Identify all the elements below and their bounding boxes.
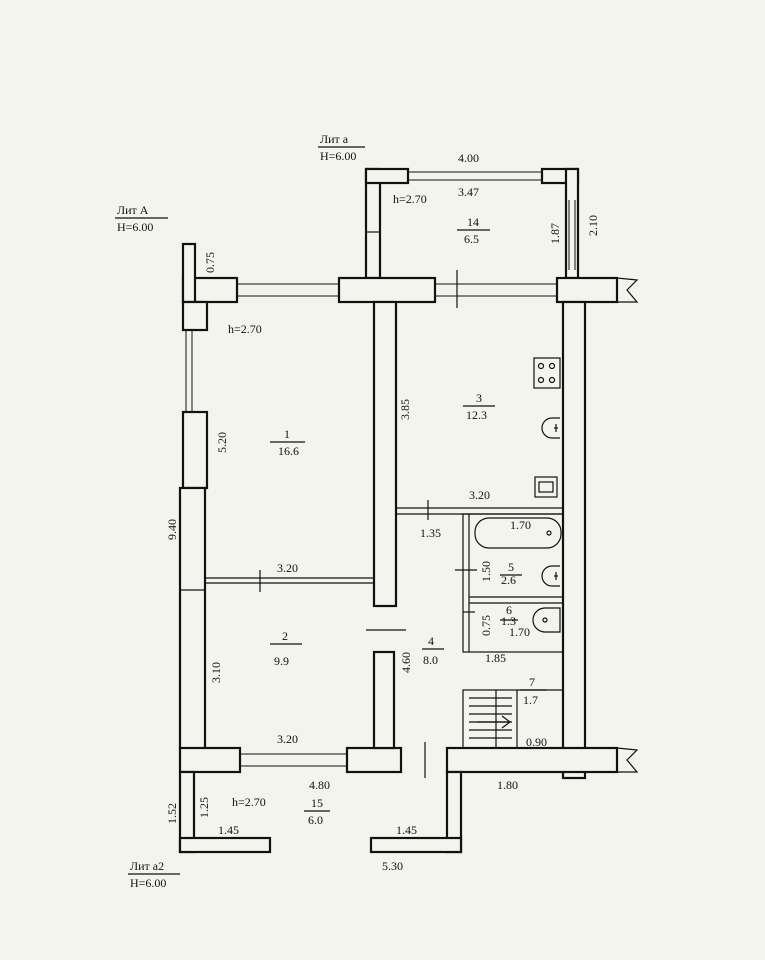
annex-top	[364, 167, 580, 280]
room-5-area: 2.6	[501, 573, 516, 587]
room-1-number: 1	[284, 427, 290, 441]
height-main: h=2.70	[228, 322, 262, 336]
text-labels: Лит а H=6.00 Лит А H=6.00 Лит а2 H=6.00 …	[117, 132, 600, 890]
room-7-area: 1.7	[523, 693, 538, 707]
room-4-number: 4	[428, 634, 434, 648]
dim-1-45-left: 1.45	[218, 823, 239, 837]
dim-4-00: 4.00	[458, 151, 479, 165]
dim-1-35: 1.35	[420, 526, 441, 540]
wall	[555, 276, 619, 304]
room-15-number: 15	[311, 796, 323, 810]
room-3-number: 3	[476, 391, 482, 405]
stairs-icon	[469, 690, 512, 748]
interior-walls	[205, 300, 564, 750]
lit-A-height: H=6.00	[117, 220, 153, 234]
dim-1-52: 1.52	[165, 803, 179, 824]
dim-5-20: 5.20	[215, 432, 229, 453]
washbasin-icon	[541, 565, 560, 587]
room-2-area: 9.9	[274, 654, 289, 668]
boiler-icon	[534, 476, 558, 498]
dim-3-20-bottom: 3.20	[277, 732, 298, 746]
dim-9-40: 9.40	[165, 519, 179, 540]
wall	[369, 836, 463, 854]
wall	[372, 650, 396, 750]
wall	[561, 300, 587, 780]
main-walls	[178, 242, 639, 780]
room-7-number: 7	[529, 675, 535, 689]
wall	[372, 300, 398, 608]
wall	[445, 746, 619, 774]
dim-1-25: 1.25	[197, 797, 211, 818]
room-6-number: 6	[506, 603, 512, 617]
sink-icon	[541, 417, 560, 439]
wall	[178, 746, 242, 774]
bathtub-icon	[474, 517, 562, 549]
room-2-number: 2	[282, 629, 288, 643]
wall	[181, 242, 197, 304]
dim-1-85: 1.85	[485, 651, 506, 665]
dimension-lines	[115, 146, 546, 875]
room-14-number: 14	[467, 215, 479, 229]
toilet-icon	[532, 607, 561, 633]
lit-a-title: Лит а	[320, 132, 349, 146]
dim-0-90: 0.90	[526, 735, 547, 749]
wall	[181, 410, 209, 490]
dim-3-10: 3.10	[209, 662, 223, 683]
room-14-area: 6.5	[464, 232, 479, 246]
dim-0-75-top: 0.75	[203, 252, 217, 273]
dim-3-20-kitchen: 3.20	[469, 488, 490, 502]
dim-1-70-wc: 1.70	[509, 625, 530, 639]
porch-bottom	[178, 770, 463, 854]
wall	[364, 167, 382, 280]
break-line	[616, 747, 639, 773]
lit-A-title: Лит А	[117, 203, 149, 217]
wall	[181, 300, 209, 332]
lit-a2-height: H=6.00	[130, 876, 166, 890]
wall	[178, 836, 272, 854]
dim-1-70-bath: 1.70	[510, 518, 531, 532]
dim-3-85: 3.85	[398, 399, 412, 420]
stove-icon	[533, 357, 561, 389]
fixtures	[469, 357, 562, 748]
wall	[178, 486, 207, 752]
dim-2-10: 2.10	[586, 215, 600, 236]
room-4-area: 8.0	[423, 653, 438, 667]
room-6-area: 1.3	[501, 614, 516, 628]
wall	[364, 167, 410, 185]
room-15-area: 6.0	[308, 813, 323, 827]
break-line	[616, 277, 639, 303]
dim-1-45-right: 1.45	[396, 823, 417, 837]
dim-1-87: 1.87	[548, 223, 562, 244]
room-5-number: 5	[508, 560, 514, 574]
lit-a2-title: Лит а2	[130, 859, 164, 873]
dim-5-30: 5.30	[382, 859, 403, 873]
room-3-area: 12.3	[466, 408, 487, 422]
dim-4-60: 4.60	[399, 652, 413, 673]
dim-1-50: 1.50	[479, 561, 493, 582]
dim-0-75-wc: 0.75	[479, 615, 493, 636]
height-top: h=2.70	[393, 192, 427, 206]
lit-a-height: H=6.00	[320, 149, 356, 163]
dim-3-20-mid: 3.20	[277, 561, 298, 575]
dim-3-47: 3.47	[458, 185, 479, 199]
wall	[564, 167, 580, 280]
stair-room	[462, 689, 518, 749]
room-1-area: 16.6	[278, 444, 299, 458]
wall	[345, 746, 403, 774]
wall	[337, 276, 437, 304]
bath-block	[462, 513, 564, 653]
height-bottom: h=2.70	[232, 795, 266, 809]
dim-4-80: 4.80	[309, 778, 330, 792]
dim-1-80: 1.80	[497, 778, 518, 792]
